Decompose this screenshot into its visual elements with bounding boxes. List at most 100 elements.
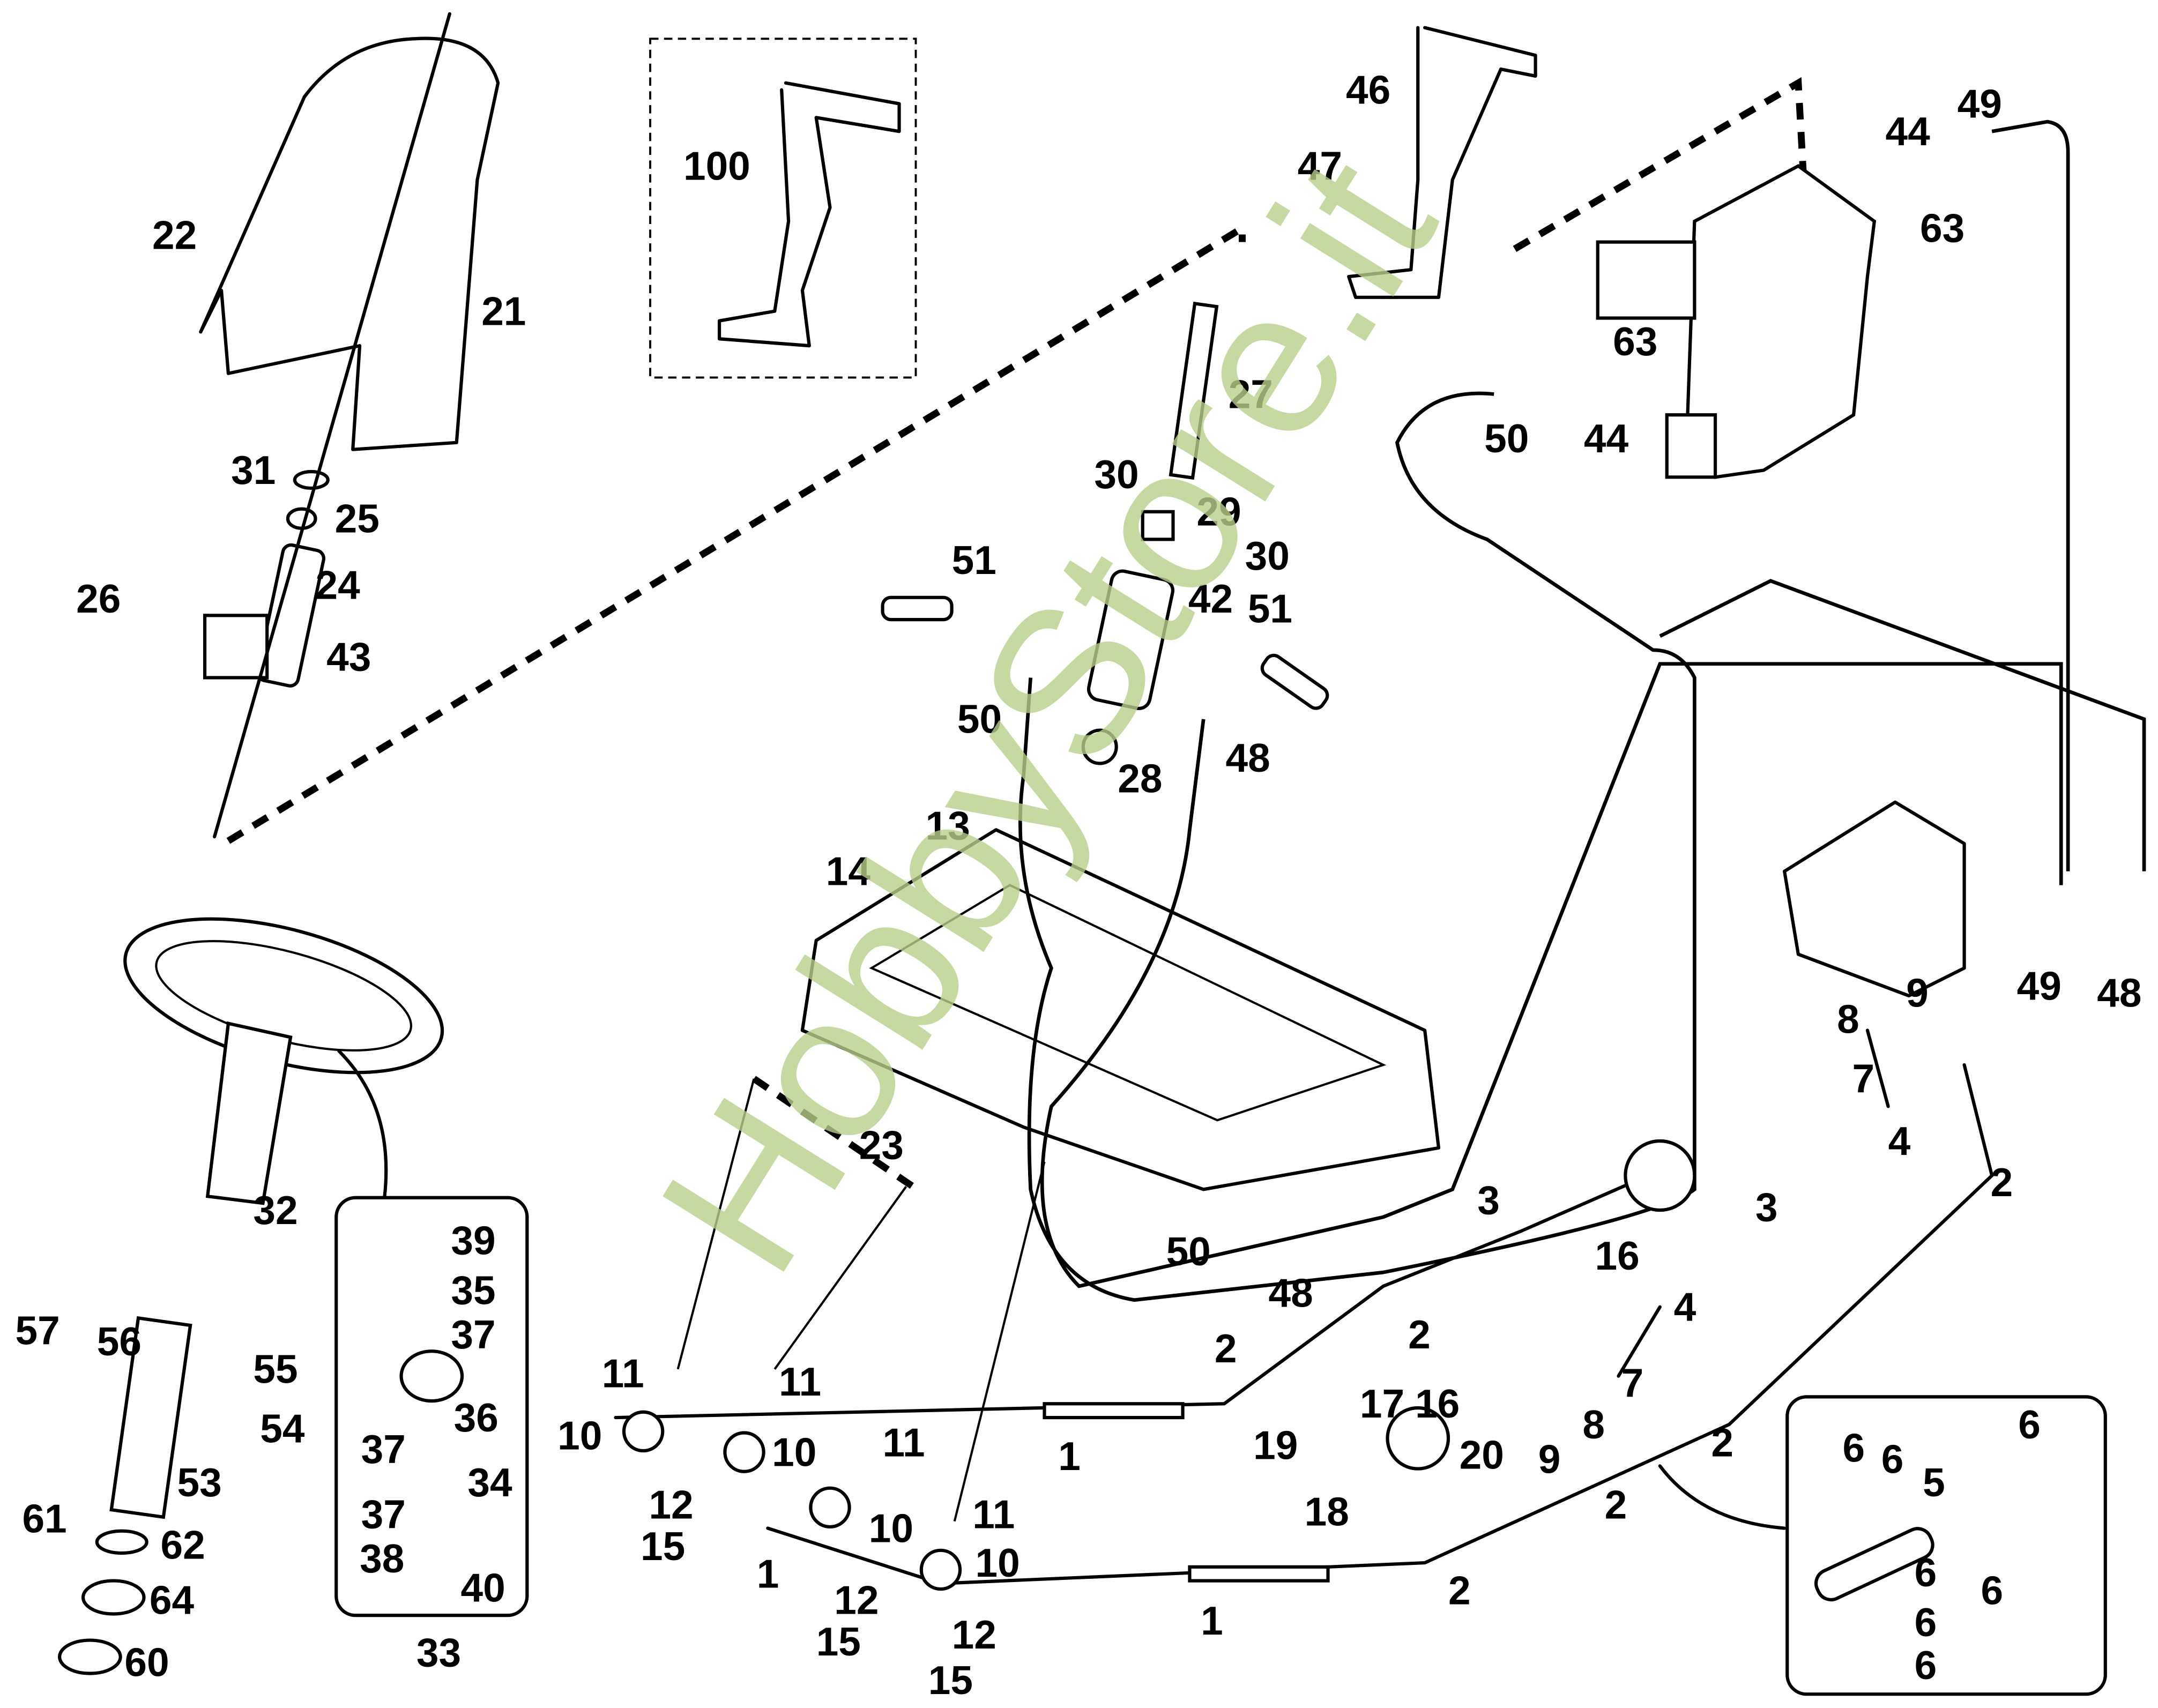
sprocket-16 bbox=[1624, 1139, 1696, 1212]
port-block bbox=[1665, 413, 1717, 479]
sprocket-10c bbox=[809, 1486, 851, 1529]
part-label-31: 31 bbox=[231, 447, 276, 493]
part-label-8: 8 bbox=[1837, 997, 1859, 1042]
leader-23 bbox=[676, 1078, 755, 1370]
chain-link-2 bbox=[1188, 1565, 1330, 1583]
part-label-21: 21 bbox=[481, 288, 526, 333]
part-label-55: 55 bbox=[253, 1347, 297, 1392]
part-label-63: 63 bbox=[1920, 206, 1964, 251]
part-label-38: 38 bbox=[360, 1536, 404, 1581]
column-tube bbox=[256, 543, 325, 688]
part-label-2: 2 bbox=[1605, 1482, 1627, 1527]
part-label-12: 12 bbox=[834, 1578, 879, 1623]
part-drawings bbox=[58, 12, 2146, 1696]
reference-dash-2 bbox=[1513, 77, 1809, 252]
part-label-47: 47 bbox=[1298, 143, 1342, 188]
part-label-17: 17 bbox=[1360, 1381, 1404, 1426]
part-label-11: 11 bbox=[972, 1492, 1015, 1537]
part-label-5: 5 bbox=[1923, 1460, 1945, 1505]
bracket-46 bbox=[1347, 26, 1537, 299]
part-label-49: 49 bbox=[2017, 964, 2062, 1009]
spring-7 bbox=[1617, 1028, 1890, 1378]
part-label-4: 4 bbox=[1674, 1284, 1696, 1329]
part-label-2: 2 bbox=[1991, 1160, 2013, 1205]
part-label-7: 7 bbox=[1852, 1056, 1875, 1101]
chain-link-1 bbox=[1043, 1402, 1185, 1420]
part-label-11: 11 bbox=[602, 1351, 644, 1396]
part-label-24: 24 bbox=[316, 562, 361, 607]
part-label-48: 48 bbox=[2097, 971, 2141, 1016]
leader-23b bbox=[773, 1185, 907, 1370]
column-cover bbox=[199, 36, 500, 451]
part-label-46: 46 bbox=[1346, 68, 1390, 113]
fitting-51-right bbox=[1260, 653, 1329, 710]
part-label-2: 2 bbox=[1711, 1420, 1733, 1465]
part-label-33: 33 bbox=[416, 1630, 461, 1675]
part-label-30: 30 bbox=[1245, 533, 1290, 578]
cap-60 bbox=[58, 1638, 122, 1675]
part-label-32: 32 bbox=[253, 1188, 297, 1233]
part-label-35: 35 bbox=[451, 1267, 495, 1312]
part-label-6: 6 bbox=[1981, 1568, 2004, 1613]
part-label-37: 37 bbox=[361, 1492, 406, 1537]
fitting-51-left bbox=[881, 595, 954, 622]
part-label-3: 3 bbox=[1755, 1185, 1778, 1230]
part-label-10: 10 bbox=[772, 1429, 816, 1474]
part-label-2: 2 bbox=[1215, 1326, 1237, 1371]
part-label-19: 19 bbox=[1253, 1422, 1298, 1467]
sprocket-16b bbox=[1386, 1406, 1450, 1471]
part-label-9: 9 bbox=[1538, 1436, 1561, 1481]
part-label-34: 34 bbox=[467, 1460, 512, 1505]
washer-62 bbox=[95, 1529, 148, 1555]
part-label-16: 16 bbox=[1415, 1381, 1460, 1426]
part-label-6: 6 bbox=[1915, 1643, 1937, 1688]
part-label-54: 54 bbox=[260, 1406, 305, 1451]
part-label-28: 28 bbox=[1118, 756, 1162, 801]
hose-48b bbox=[1659, 579, 2146, 871]
part-label-1: 1 bbox=[1058, 1434, 1081, 1479]
part-label-61: 61 bbox=[22, 1496, 66, 1541]
part-label-37: 37 bbox=[451, 1312, 495, 1357]
part-label-40: 40 bbox=[460, 1565, 505, 1610]
coupling-29 bbox=[1141, 510, 1175, 541]
part-label-10: 10 bbox=[557, 1413, 602, 1458]
sprocket-10a bbox=[622, 1410, 665, 1453]
part-label-50: 50 bbox=[957, 697, 1002, 742]
part-label-4: 4 bbox=[1888, 1118, 1911, 1163]
part-label-64: 64 bbox=[150, 1578, 195, 1623]
steering-motor-42 bbox=[1087, 569, 1175, 710]
part-label-15: 15 bbox=[928, 1658, 973, 1703]
bushing-25 bbox=[286, 507, 317, 530]
part-label-20: 20 bbox=[1460, 1433, 1504, 1478]
hose-48 bbox=[1040, 662, 2063, 1288]
inset-box-33 bbox=[334, 1196, 529, 1617]
part-label-13: 13 bbox=[926, 803, 970, 848]
part-label-2: 2 bbox=[1448, 1568, 1471, 1613]
part-label-15: 15 bbox=[816, 1619, 861, 1664]
part-label-50: 50 bbox=[1166, 1229, 1211, 1274]
part-label-10: 10 bbox=[975, 1540, 1020, 1585]
reference-dash-1 bbox=[226, 222, 1246, 844]
part-label-23: 23 bbox=[859, 1123, 904, 1168]
part-label-53: 53 bbox=[177, 1460, 221, 1505]
part-label-9: 9 bbox=[1906, 971, 1929, 1016]
bracket-24 bbox=[203, 614, 269, 680]
part-label-42: 42 bbox=[1188, 576, 1233, 621]
part-label-36: 36 bbox=[454, 1395, 498, 1440]
hose-49 bbox=[1991, 120, 2070, 871]
part-label-3: 3 bbox=[1477, 1178, 1500, 1223]
part-label-6: 6 bbox=[1915, 1600, 1937, 1645]
chain-link-inset bbox=[1814, 1527, 1934, 1602]
part-label-12: 12 bbox=[952, 1612, 996, 1657]
gear-28 bbox=[1081, 728, 1118, 765]
part-label-57: 57 bbox=[16, 1308, 60, 1353]
part-label-51: 51 bbox=[1248, 586, 1292, 631]
part-label-26: 26 bbox=[76, 576, 121, 621]
part-label-18: 18 bbox=[1305, 1489, 1349, 1534]
column-axis bbox=[213, 12, 451, 839]
part-label-6: 6 bbox=[1915, 1550, 1937, 1595]
hose-50 bbox=[1018, 391, 1696, 1302]
part-label-62: 62 bbox=[161, 1522, 205, 1567]
part-label-6: 6 bbox=[2018, 1402, 2041, 1447]
chain-1-lower bbox=[766, 1063, 1994, 1585]
